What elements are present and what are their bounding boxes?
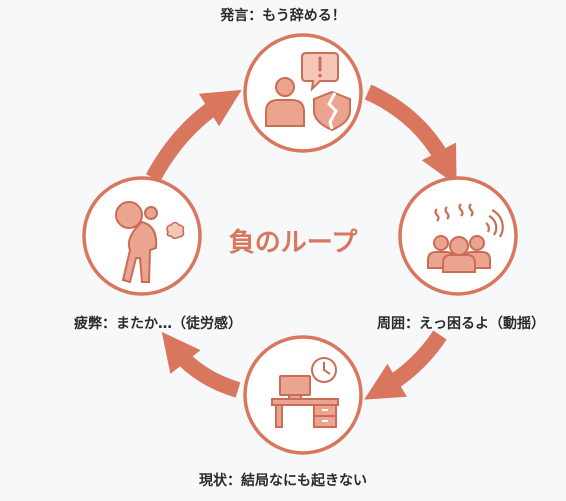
person-speech-broken-shield-icon xyxy=(265,52,351,132)
node-circle-top xyxy=(243,33,363,153)
node-label-top: 発言：もう辞める！ xyxy=(220,8,346,24)
group-agitated-icon xyxy=(427,203,504,273)
desk-clock-icon xyxy=(271,357,339,428)
arrow-right-to-bottom xyxy=(364,330,447,400)
arrow-bottom-to-left xyxy=(161,331,241,398)
arrow-top-to-right xyxy=(364,84,457,186)
arrow-left-to-top xyxy=(145,89,242,182)
node-label-bottom: 現状：結局なにも起きない xyxy=(199,473,367,489)
center-title: 負のループ xyxy=(228,228,358,258)
node-label-left: 疲弊：またか…（徒労感） xyxy=(74,316,242,332)
node-circle-right xyxy=(398,176,518,296)
node-label-right: 周囲：えっ困るよ（動揺） xyxy=(377,316,545,332)
exhausted-person-burden-icon xyxy=(115,201,185,284)
